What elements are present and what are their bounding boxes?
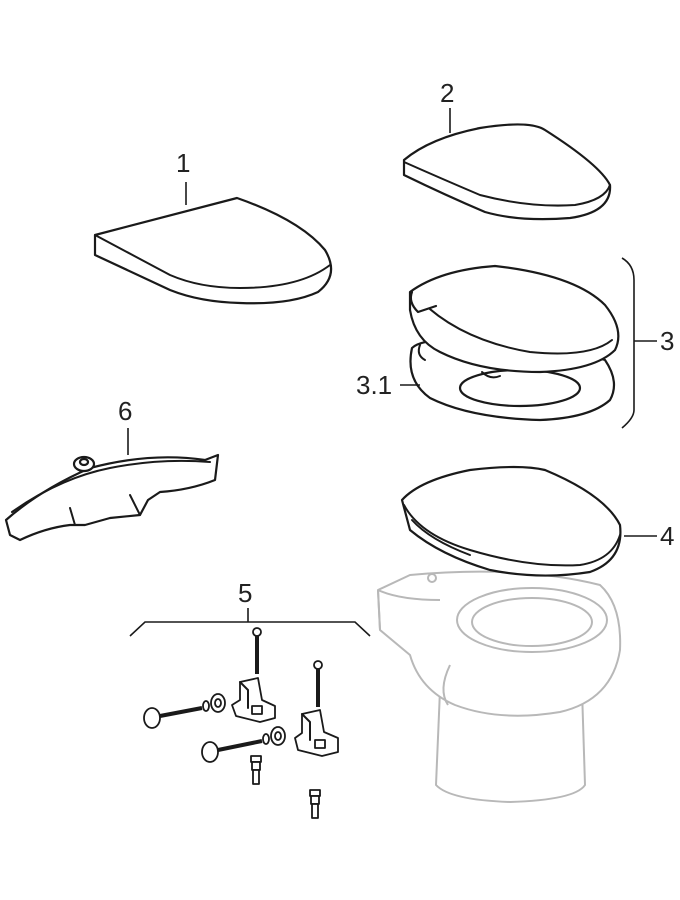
part-6-hinge-cover [4,428,220,542]
label-part-2: 2 [440,78,454,108]
wall-plug-1 [250,755,262,785]
toilet-bowl-outline [377,570,622,803]
part-5-hinge-fixing-set [129,608,371,819]
wall-plug-2 [309,789,321,819]
horizontal-bolt-2 [201,726,286,763]
hinge-block-2 [294,709,339,757]
part-1-flat-lid [93,182,333,305]
part-2-cover [402,108,612,221]
part-4-seat [400,465,657,577]
label-part-5: 5 [238,578,252,608]
label-part-3-1: 3.1 [356,370,392,400]
label-part-4: 4 [660,521,674,551]
part-3-seat-with-lid [400,257,657,429]
hinge-block-1 [231,677,276,723]
label-part-6: 6 [118,396,132,426]
label-part-3: 3 [660,326,674,356]
horizontal-bolt-1 [143,693,226,729]
vertical-screw-1 [252,627,262,674]
vertical-screw-2 [313,660,323,707]
label-part-1: 1 [176,148,190,178]
